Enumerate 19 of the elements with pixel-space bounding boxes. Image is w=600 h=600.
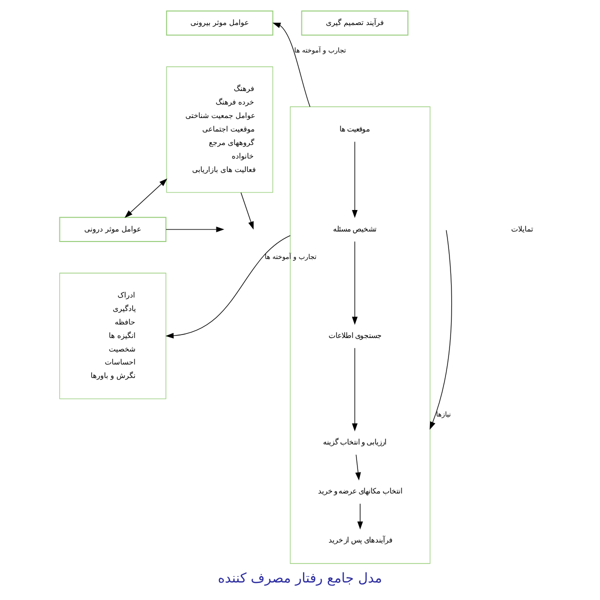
node-text: ارزیابی و انتخاب گزینه [323, 437, 387, 446]
arrow [352, 241, 358, 325]
arrow [240, 192, 254, 230]
caption: مدل جامع رفتار مصرف کننده [218, 571, 382, 586]
arrow [166, 226, 224, 232]
arrow [355, 454, 361, 480]
arrow [352, 348, 358, 432]
node-text: تشخیص مسئله [332, 224, 377, 234]
arrow [430, 230, 452, 430]
cluster [290, 106, 430, 564]
arrow [124, 178, 168, 218]
arrow [166, 235, 291, 339]
arrow [272, 22, 310, 108]
node-text: انتخاب مکانهای عرضه و خرید [318, 486, 402, 496]
node-text: فرآیندهای پس از خرید [328, 536, 392, 545]
node-text: جستجوی اطلاعات [328, 330, 382, 340]
node-text: موقعیت ها [339, 124, 370, 134]
arrow [357, 503, 363, 530]
arrow [352, 141, 358, 218]
